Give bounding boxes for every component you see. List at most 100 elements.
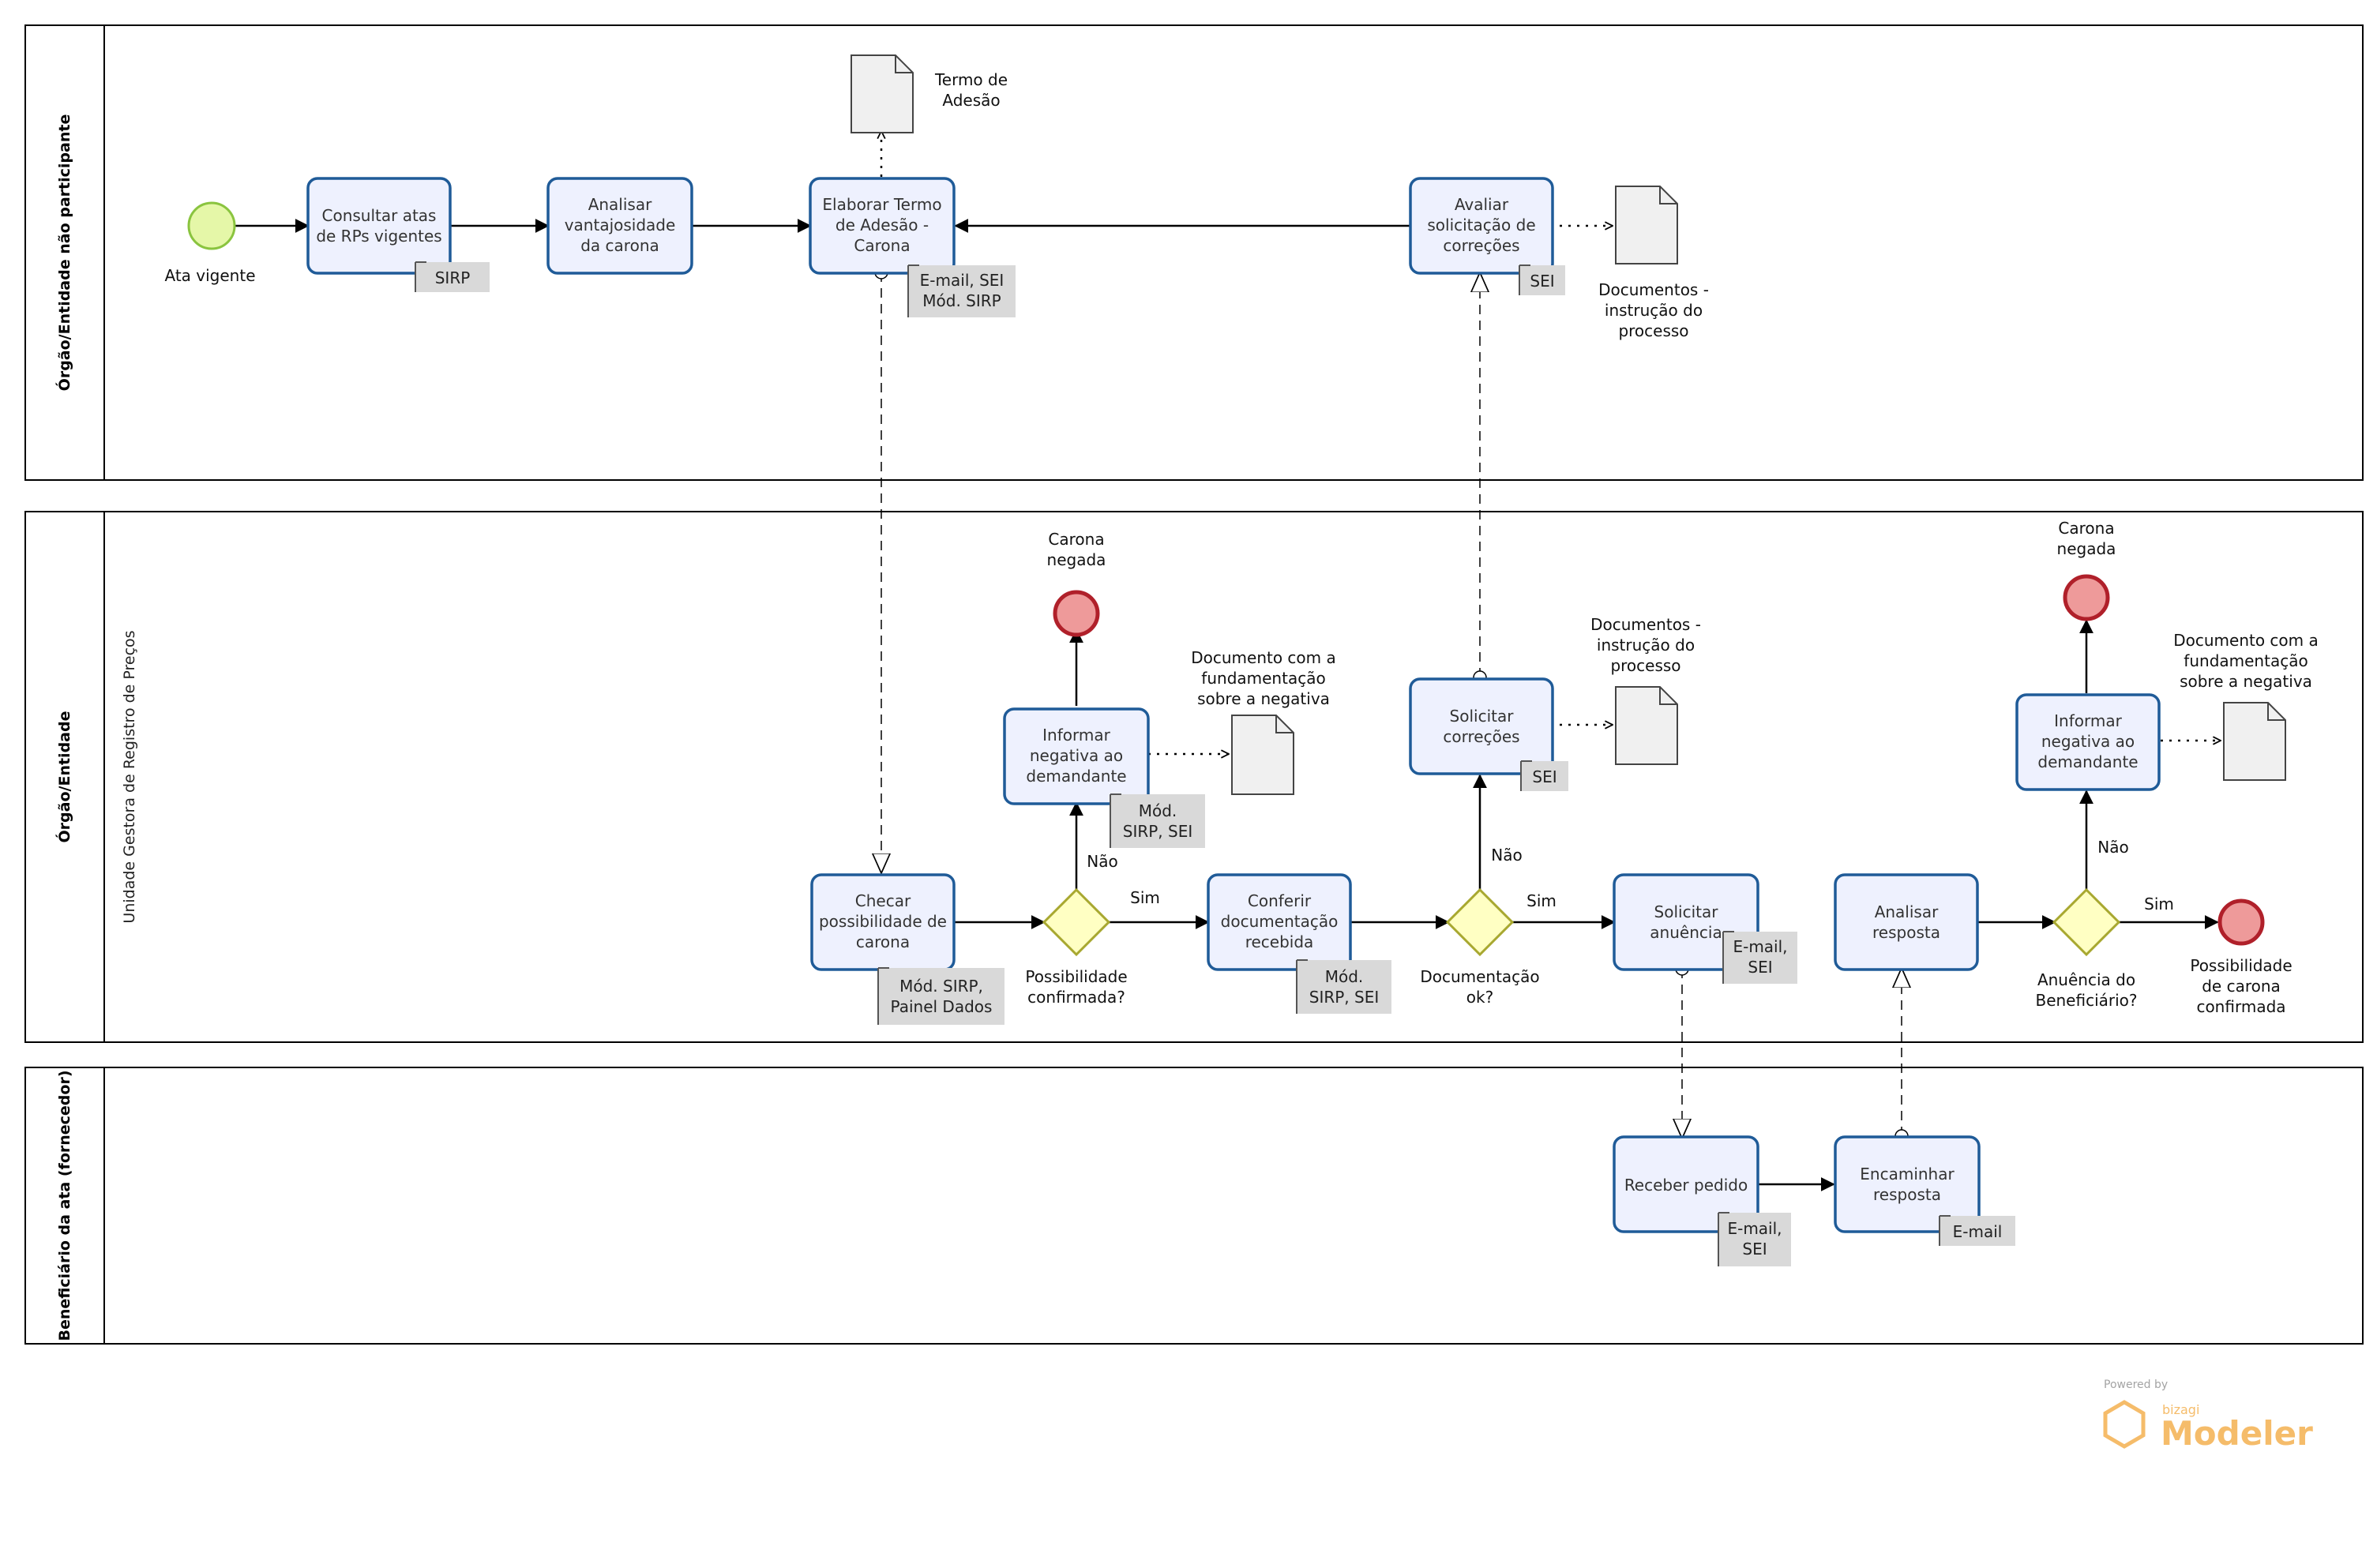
- task-informar2-line: demandante: [2037, 752, 2138, 771]
- task-elaborar-line: de Adesão -: [836, 216, 929, 234]
- task-checar-line: carona: [856, 932, 910, 951]
- task-analisar-line: vantajosidade: [565, 216, 676, 234]
- gateway-possibilidade-label: Possibilidade: [1025, 967, 1127, 986]
- gateway-documentacao-label: Documentação: [1420, 967, 1539, 986]
- task-conferir-line: documentação: [1221, 912, 1339, 931]
- tag-sei-avaliar: SEI: [1519, 264, 1565, 295]
- tag-email-sei-receber-text: SEI: [1742, 1240, 1767, 1259]
- task-analisar-resp-line: Analisar: [1875, 902, 1939, 921]
- task-analisar-resposta[interactable]: Analisar resposta: [1834, 873, 1979, 971]
- task-analisar-line: da carona: [580, 236, 659, 255]
- task-solicitar-anu-line: anuência: [1650, 923, 1722, 942]
- doc-fundamentacao-2-label: sobre a negativa: [2180, 672, 2312, 691]
- end-confirmada-label: Possibilidade: [2190, 956, 2292, 975]
- start-event-ata-vigente: Ata vigente: [165, 201, 256, 285]
- svg-text:E-mail: E-mail: [1953, 1222, 2003, 1241]
- svg-text:Receber pedido: Receber pedido: [1624, 1176, 1748, 1195]
- doc-instrucao-mid-label: instrução do: [1597, 636, 1695, 655]
- doc-termo-label: Adesão: [942, 91, 1000, 110]
- watermark-brand-small: bizagi: [2162, 1402, 2199, 1417]
- pool-nao-participante-label: Órgão/Entidade não participante: [54, 114, 73, 392]
- task-receber-pedido[interactable]: Receber pedido: [1613, 1135, 1759, 1233]
- task-encaminhar-line: Encaminhar: [1860, 1165, 1955, 1184]
- pool-orgao-entidade: Órgão/Entidade Unidade Gestora de Regist…: [24, 511, 2364, 1043]
- doc-instrucao-top-label: Documentos -: [1598, 280, 1709, 299]
- doc-fundamentacao-1-label: fundamentação: [1201, 669, 1325, 688]
- task-informar1-line: Informar: [1042, 726, 1110, 745]
- doc-instrucao-top-label: processo: [1618, 321, 1688, 340]
- tag-email-encaminhar: E-mail: [1939, 1215, 2015, 1246]
- tag-sirp: SIRP: [415, 261, 490, 292]
- tag-sei-avaliar-text: SEI: [1530, 272, 1554, 291]
- lane-ugrp-label: Unidade Gestora de Registro de Preços: [121, 630, 138, 923]
- task-encaminhar-line: resposta: [1873, 1185, 1941, 1204]
- tag-email-sei-anuencia-text: SEI: [1748, 958, 1772, 977]
- doc-instrucao-top-label: instrução do: [1605, 301, 1703, 320]
- tag-email-sei-receber: E-mail,SEI: [1718, 1212, 1791, 1266]
- task-conferir-line: Conferir: [1248, 891, 1312, 910]
- tag-mod-painel-text: Painel Dados: [891, 997, 993, 1016]
- doc-instrucao-mid-label: processo: [1610, 656, 1680, 675]
- task-analisar-resp-line: resposta: [1872, 923, 1940, 942]
- task-consultar-atas[interactable]: Consultar atas de RPs vigentes: [306, 177, 452, 275]
- tag-email-sei-anuencia-text: E-mail,: [1733, 937, 1787, 956]
- tag-mod-sei-informar-text: SIRP, SEI: [1123, 822, 1193, 841]
- flow-labels: Sim Não Sim Não Não Sim: [1087, 838, 2174, 913]
- flow-label-sim: Sim: [1130, 888, 1160, 907]
- task-analisar-line: Analisar: [588, 195, 652, 214]
- tag-sei-solicitar-text: SEI: [1532, 767, 1557, 786]
- task-informar2-line: Informar: [2054, 711, 2122, 730]
- task-consultar-line: Consultar atas: [322, 206, 437, 225]
- task-consultar-line: de RPs vigentes: [316, 227, 441, 246]
- tag-email-encaminhar-text: E-mail: [1953, 1222, 2003, 1241]
- tag-email-sei-mod-text: E-mail, SEI: [920, 271, 1004, 290]
- pool-beneficiario-label: Beneficiário da ata (fornecedor): [56, 1070, 73, 1341]
- doc-instrucao-mid-label: Documentos -: [1590, 615, 1701, 634]
- task-avaliar-line: solicitação de: [1427, 216, 1535, 234]
- doc-fundamentacao-2-label: Documento com a: [2173, 631, 2319, 650]
- svg-text:E-mail,SEI: E-mail,SEI: [1727, 1219, 1782, 1259]
- associations: [881, 131, 2221, 754]
- start-event-label: Ata vigente: [165, 266, 256, 285]
- gateway-anuencia-label: Anuência do: [2037, 970, 2135, 989]
- task-informar2-line: negativa ao: [2041, 732, 2135, 751]
- tag-mod-sei-conferir-text: Mód.: [1325, 967, 1364, 986]
- doc-fundamentacao-1-label: sobre a negativa: [1197, 689, 1330, 708]
- task-informar1-line: demandante: [1026, 767, 1126, 786]
- task-analisar-vantajosidade[interactable]: Analisar vantajosidade da carona: [546, 177, 693, 275]
- doc-fundamentacao-2-label: fundamentação: [2184, 651, 2308, 670]
- tag-mod-painel: Mód. SIRP,Painel Dados: [877, 967, 1004, 1025]
